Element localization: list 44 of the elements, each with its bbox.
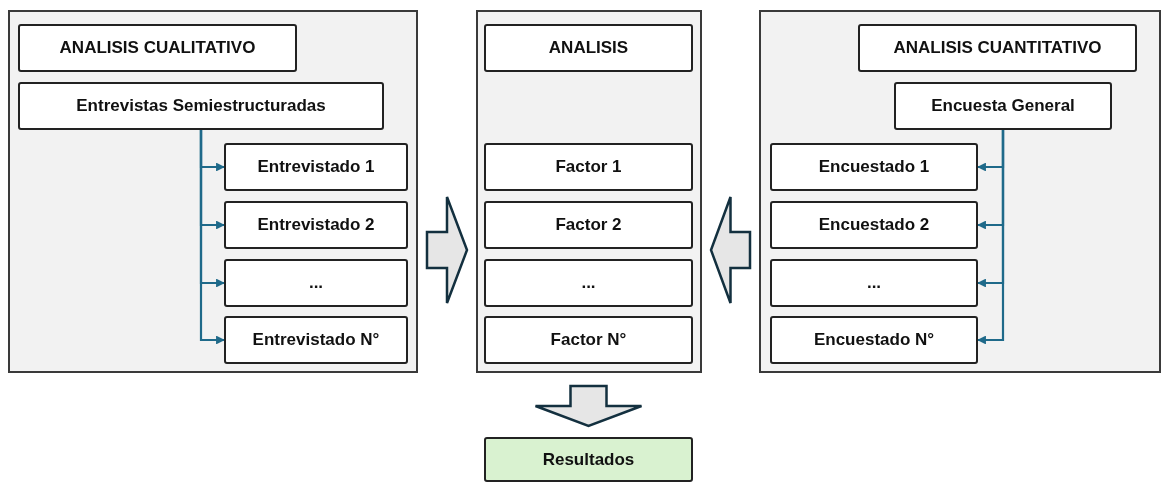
box-label: ... <box>866 272 882 294</box>
process-box <box>224 201 408 249</box>
box-label: ANALISIS CUANTITATIVO <box>893 37 1102 59</box>
process-box <box>894 82 1112 130</box>
box-label: ... <box>308 272 324 294</box>
box-label: ANALISIS CUALITATIVO <box>59 37 256 59</box>
process-box <box>770 316 978 364</box>
box-label: Entrevistas Semiestructuradas <box>76 95 326 117</box>
process-box <box>484 201 693 249</box>
box-label: Factor N° <box>550 329 627 351</box>
box-label: Encuestado 2 <box>818 214 930 236</box>
panel <box>476 10 702 373</box>
box-label: Encuestado 1 <box>818 156 930 178</box>
box-label: Factor 1 <box>555 156 622 178</box>
box-label: Encuesta General <box>931 95 1075 117</box>
process-box <box>484 143 693 191</box>
process-box <box>858 24 1137 72</box>
block-arrow <box>709 195 752 305</box>
block-arrow <box>425 195 469 305</box>
block-arrow <box>534 384 643 428</box>
box-label: Entrevistado 1 <box>257 156 375 178</box>
process-box <box>484 259 693 307</box>
process-box <box>18 82 384 130</box>
process-box <box>484 316 693 364</box>
box-label: ANALISIS <box>548 37 629 59</box>
box-label: Encuestado N° <box>813 329 935 351</box>
process-box <box>770 201 978 249</box>
panel <box>8 10 418 373</box>
box-label: Factor 2 <box>555 214 622 236</box>
process-box <box>224 316 408 364</box>
connector-arrow <box>199 130 225 345</box>
process-box <box>18 24 297 72</box>
panel <box>759 10 1161 373</box>
process-box <box>770 143 978 191</box>
process-box <box>224 259 408 307</box>
box-label: Resultados <box>542 448 635 471</box>
box-label: ... <box>581 272 596 294</box>
connector-arrow <box>977 130 1005 345</box>
result-box <box>484 437 693 482</box>
box-label: Entrevistado 2 <box>257 214 375 236</box>
process-box <box>484 24 693 72</box>
process-box <box>224 143 408 191</box>
process-box <box>770 259 978 307</box>
box-label: Entrevistado N° <box>252 329 380 351</box>
